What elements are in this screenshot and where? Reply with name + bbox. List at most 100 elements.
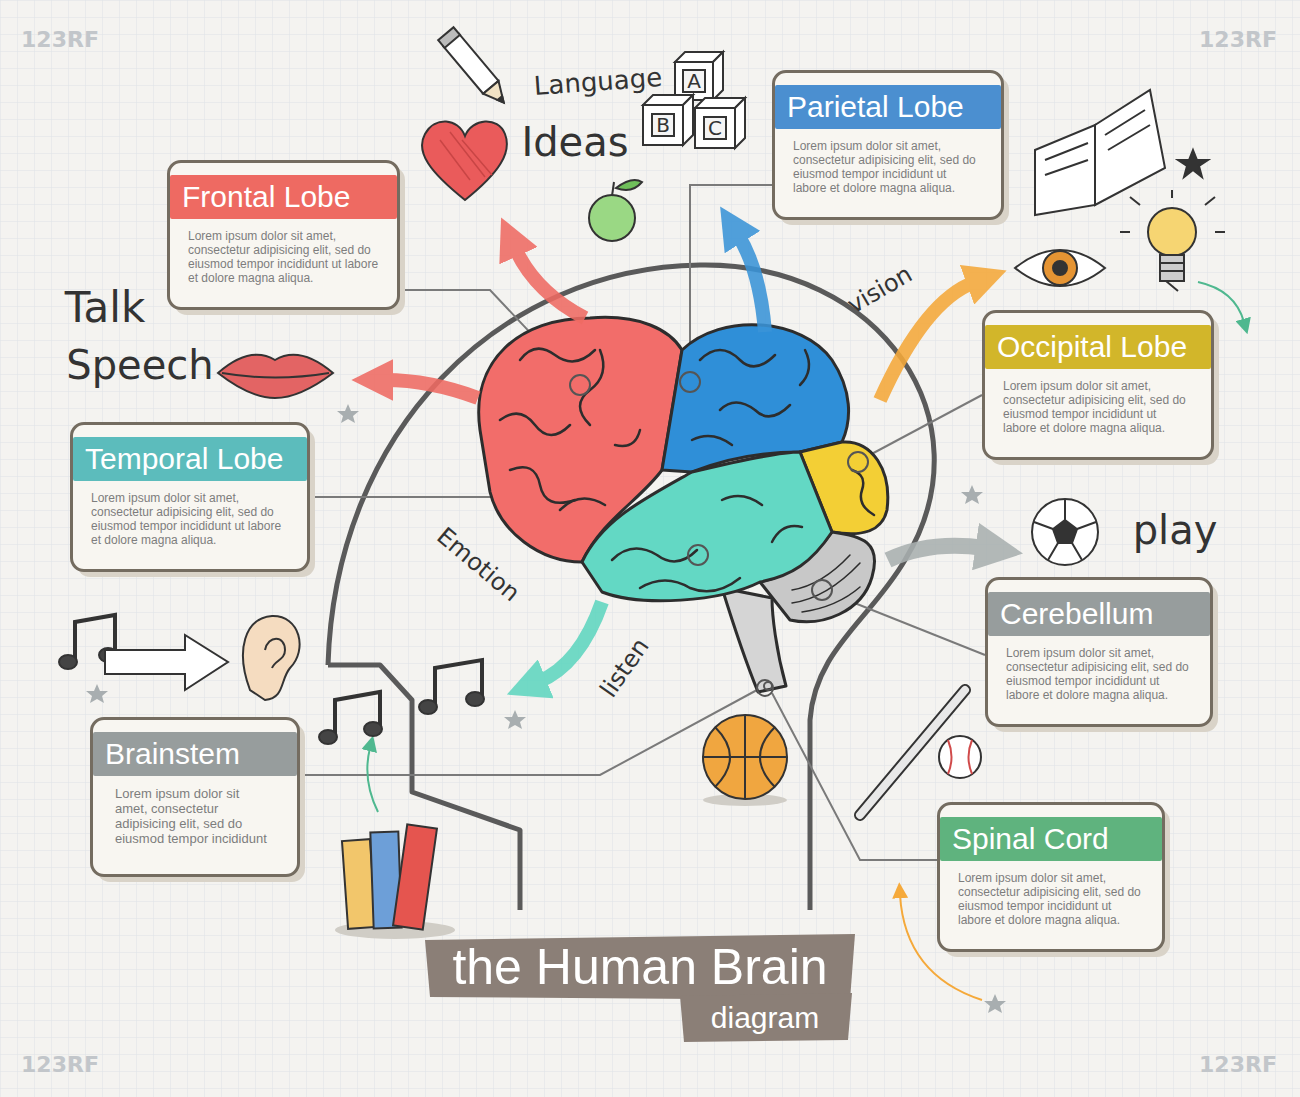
vision-icons-part: [1095, 90, 1165, 205]
function-arrows: [385, 235, 985, 682]
leader-lines-part: [772, 693, 937, 860]
brain-part: [570, 372, 868, 696]
heart-icon-part: [422, 121, 507, 200]
apple-icon-part: [612, 182, 614, 196]
block-letter: A: [687, 69, 701, 93]
sports-icons-part: [948, 740, 972, 774]
head-outline: [328, 265, 934, 910]
books-icon: [335, 824, 455, 939]
abc-blocks-icon-part: [704, 117, 726, 139]
leader-lines-part: [866, 395, 982, 457]
head-outline-part: [328, 265, 934, 910]
decor-stars-part: [961, 485, 983, 504]
brain-part-part: [720, 403, 790, 417]
music-ear-icons-part: [319, 730, 337, 744]
vision-icons: [1015, 90, 1225, 291]
function-arrows-part: [888, 546, 985, 560]
function-arrows-part: [738, 235, 765, 332]
brain-part: [500, 349, 874, 612]
box-body: Lorem ipsum dolor sit amet, consectetur …: [940, 871, 1162, 927]
header-band: Temporal Lobe: [73, 437, 307, 481]
brain-part-part: [722, 496, 762, 505]
box-body: Lorem ipsum dolor sit amet, consectetur …: [93, 786, 297, 846]
abc-blocks-icon-part: [683, 95, 693, 145]
box-body: Lorem ipsum dolor sit amet, consectetur …: [73, 491, 307, 547]
header-band: Occipital Lobe: [985, 325, 1211, 369]
sports-icons-part: [703, 715, 787, 799]
block-letter: C: [708, 116, 722, 140]
apple-icon-part: [616, 180, 642, 190]
function-arrows-part: [515, 248, 585, 318]
leader-lines: [300, 185, 985, 860]
brain-part-part: [700, 350, 775, 366]
music-ear-icons-part: [466, 692, 484, 706]
decor-stars-part: [504, 710, 526, 729]
function-word: vision: [842, 260, 917, 320]
watermark: 123RF: [1199, 1052, 1277, 1078]
sports-icons-part: [1034, 500, 1096, 560]
lips-icon: [218, 355, 333, 398]
brain-part-part: [852, 470, 874, 515]
watermark: 123RF: [21, 27, 99, 53]
pencil-icon-part: [438, 27, 460, 48]
lobe-box: Parietal LobeLorem ipsum dolor sit amet,…: [772, 70, 1004, 220]
brain-part-part: [757, 680, 773, 696]
brain: [479, 317, 888, 696]
abc-blocks-icon-part: [643, 105, 683, 145]
vision-icons-part: [1160, 255, 1184, 281]
small-arrows: [367, 282, 1244, 1000]
function-word: Language: [533, 62, 663, 102]
sports-icons-part: [939, 736, 981, 778]
brain-part-part: [520, 349, 595, 362]
music-ear-icons-part: [419, 700, 437, 714]
brain-part-part: [848, 452, 868, 472]
pencil-icon-part: [483, 81, 511, 109]
vision-icons-part: [1053, 261, 1067, 275]
function-arrows-part: [385, 380, 478, 398]
box-heading: Occipital Lobe: [997, 328, 1187, 366]
small-arrows-part: [367, 748, 378, 812]
brain-part-part: [612, 549, 697, 562]
sports-icons-part: [1053, 520, 1077, 543]
function-word: Talk: [65, 283, 145, 333]
brain-part-part: [640, 578, 740, 591]
heart-icon-part: [440, 132, 492, 180]
lobe-box: Occipital LobeLorem ipsum dolor sit amet…: [982, 310, 1214, 460]
brain-part-part: [692, 436, 732, 445]
box-heading: Temporal Lobe: [85, 440, 283, 478]
temporal-region: [582, 452, 832, 601]
music-ear-icons-part: [265, 639, 285, 668]
lobe-box: BrainstemLorem ipsum dolor sit amet, con…: [90, 717, 300, 877]
lobe-box: CerebellumLorem ipsum dolor sit amet, co…: [985, 577, 1213, 727]
lobe-box: Temporal LobeLorem ipsum dolor sit amet,…: [70, 422, 310, 572]
watermark: 123RF: [21, 1052, 99, 1078]
pencil-icon-part: [498, 96, 506, 104]
subtitle: diagram: [711, 1000, 819, 1036]
vision-icons-part: [1045, 110, 1150, 175]
function-arrows-part: [538, 602, 602, 682]
brain-part-part: [772, 526, 802, 542]
brain-part-part: [510, 467, 575, 503]
abc-blocks-icon-part: [713, 52, 723, 100]
music-ear-icons-part: [59, 655, 77, 669]
vision-icons-part: [1015, 250, 1105, 286]
vision-icons-part: [1148, 208, 1196, 256]
brain-part-part: [570, 375, 590, 395]
box-body: Lorem ipsum dolor sit amet, consectetur …: [775, 139, 1001, 195]
brain-part-part: [500, 414, 570, 435]
music-ear-icons-part: [105, 635, 228, 690]
decor-stars-part: [984, 994, 1006, 1013]
abc-blocks-icon-part: [735, 98, 745, 148]
title-band-part: [425, 934, 855, 1000]
brain-part-part: [615, 430, 640, 446]
box-heading: Brainstem: [105, 735, 240, 773]
sports-icons-part: [1032, 499, 1098, 565]
music-ear-icons-part: [364, 722, 382, 736]
box-heading: Frontal Lobe: [182, 178, 350, 216]
brain-part-part: [688, 545, 708, 565]
function-word: Ideas: [521, 118, 628, 166]
function-word: Emotion: [431, 522, 526, 608]
